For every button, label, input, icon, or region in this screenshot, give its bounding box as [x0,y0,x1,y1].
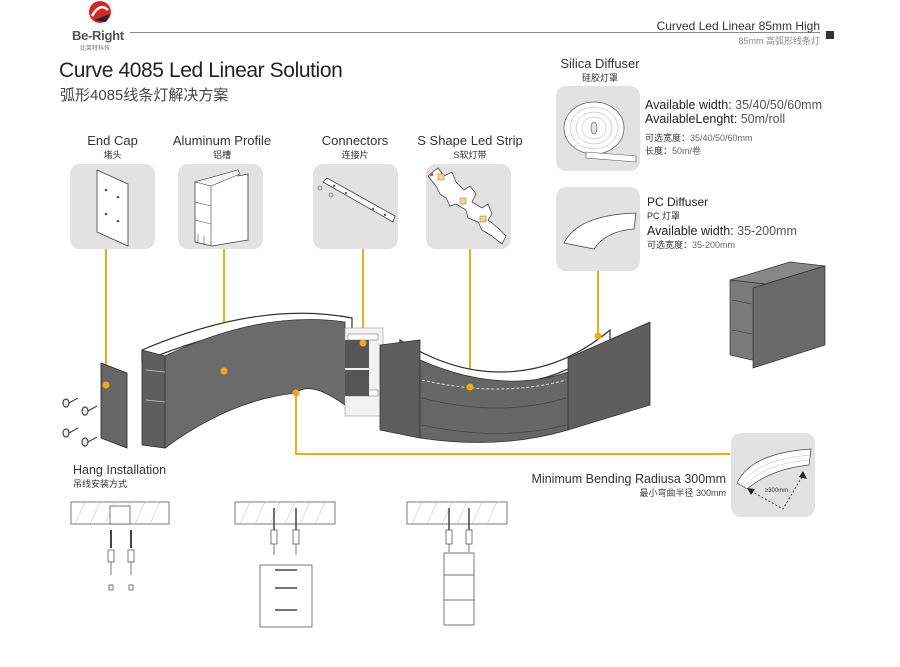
brand-logo-icon [89,1,111,23]
silica-length-value: 50m/roll [740,112,786,126]
silica-label-cn: 硅胶灯罩 [581,73,618,83]
bending-radius-card: ≥300mm [731,433,815,517]
pc-diffuser-card [556,187,640,271]
silica-length-key: AvailableLenght: [645,112,738,126]
header-subtitle: 85mm 高弧形线条灯 [738,36,820,46]
brand-name: Be-Right [72,28,124,43]
end-cap-card [70,164,155,249]
pc-specs: PC Diffuser PC 灯罩 Available width: 35-20… [647,195,797,251]
silica-diffuser-title: Silica Diffuser 硅胶灯罩 [556,56,644,84]
connector-gap [344,327,384,417]
left-section-face [164,319,346,449]
screws-icon [62,397,98,447]
pc-width-cn-value: 35-200mm [692,240,736,250]
pc-label: PC Diffuser [647,195,709,209]
pc-width-key: Available width: [647,224,734,238]
radius-value: ≥300mm [765,488,789,494]
header-divider [130,32,820,33]
bending-label-cn: 最小弯曲半径 300mm [639,488,726,498]
silica-width-cn-value: 35/40/50/60mm [690,133,753,143]
page-subtitle: 弧形4085线条灯解决方案 [60,87,229,104]
right-section-side [567,321,651,431]
end-cap-icon [96,169,129,247]
silica-diffuser-card [556,86,640,171]
pc-diffuser-icon [563,212,637,250]
led-strip-icon [427,167,507,245]
pc-width-cn-key: 可选宽度： [647,240,693,250]
silica-specs: Available width: 35/40/50/60mm Available… [645,98,822,157]
brand-logo [72,0,142,52]
component-label: Connectors [321,133,389,148]
component-label-cn: S软灯带 [453,150,487,160]
leader-dots [102,332,602,401]
right-section-top [399,328,611,385]
hang-installation-title: Hang Installation 吊线安装方式 [73,463,166,490]
aluminum-profile-card [178,164,263,249]
silica-roll-icon [563,101,637,163]
page-title: Curve 4085 Led Linear Solution [59,59,343,82]
left-section-end [141,349,166,449]
bending-label: Minimum Bending Radiusa 300mm [531,472,726,486]
silica-width-value: 35/40/50/60mm [735,98,822,112]
end-cap-part [100,362,128,449]
right-section-end [379,339,421,439]
hang-diagram-3 [406,501,508,626]
component-label-cn: 连接片 [341,150,369,160]
component-label-cn: 堵头 [103,150,122,160]
right-section-face [419,359,569,443]
left-section-top [141,312,353,363]
component-label-cn: 铝槽 [212,150,231,160]
aluminum-profile-icon [193,169,249,247]
silica-length-cn-value: 50m/卷 [672,146,702,156]
silica-width-key: Available width: [645,98,732,112]
bending-radius-label: Minimum Bending Radiusa 300mm 最小弯曲半径 300… [531,472,726,499]
silica-width-cn-key: 可选宽度： [645,133,691,143]
header-square-icon [826,31,834,39]
bending-radius-icon [736,448,812,510]
led-strip-card [426,164,511,249]
component-label: End Cap [87,133,138,148]
component-label: Aluminum Profile [172,133,272,148]
component-label: S Shape Led Strip [417,133,523,148]
silica-length-cn-key: 长度： [645,146,673,156]
component-aluminum-profile: Aluminum Profile 铝槽 [167,133,277,161]
leader-lines [105,249,730,455]
component-end-cap: End Cap 堵头 [70,133,155,161]
brand-subtitle: 比莱特科技 [80,46,111,52]
hang-diagram-1 [70,501,170,591]
header-title: Curved Led Linear 85mm High [656,19,820,33]
silica-label: Silica Diffuser [560,56,640,71]
connector-icon [317,177,396,223]
component-connectors: Connectors 连接片 [300,133,410,161]
pc-width-value: 35-200mm [737,224,797,238]
pc-label-cn: PC 灯罩 [647,211,681,221]
installation-label: Hang Installation [73,463,167,477]
installation-label-cn: 吊线安装方式 [73,479,128,489]
connectors-card [313,164,398,249]
standalone-profile-icon [729,261,826,369]
component-led-strip: S Shape Led Strip S软灯带 [410,133,530,161]
hang-diagram-2 [234,501,336,628]
